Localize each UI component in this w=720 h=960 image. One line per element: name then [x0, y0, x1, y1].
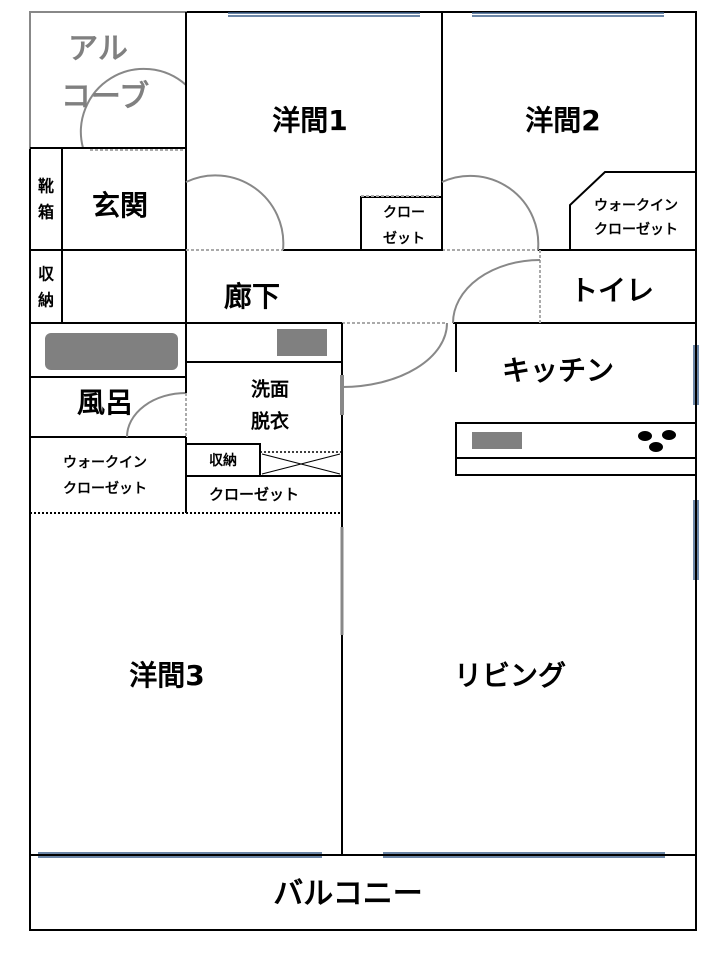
closet1-label-2: ゼット	[383, 230, 425, 247]
washroom-label-2: 脱衣	[251, 410, 289, 433]
western1-label: 洋間1	[272, 104, 347, 137]
hallway-label: 廊下	[224, 280, 280, 313]
closet2-label: クローゼット	[209, 486, 299, 504]
outer-wall	[29, 11, 697, 931]
shoe-box-label: 靴	[38, 177, 54, 196]
wic1-label-2: クローゼット	[594, 221, 678, 238]
wic2-label: ウォークイン	[63, 455, 147, 471]
alcove-label-2: コーブ	[61, 80, 149, 115]
toilet-door[interactable]	[452, 259, 541, 324]
windows	[38, 12, 699, 858]
toilet-label: トイレ	[570, 274, 654, 307]
storage1-label: 収	[38, 265, 55, 284]
washbasin	[277, 329, 327, 356]
wic1-wall	[569, 171, 696, 250]
washroom-label: 洗面	[251, 378, 289, 401]
alcove-label: アル	[68, 32, 128, 67]
stove-burners	[638, 430, 676, 452]
bath-label: 風呂	[77, 386, 133, 419]
balcony-label: バルコニー	[273, 877, 422, 912]
kitchen-label: キッチン	[502, 354, 614, 387]
wic1-label: ウォークイン	[594, 198, 678, 214]
sink	[472, 432, 522, 449]
shoe-box-label-2: 箱	[38, 203, 54, 222]
washroom-door[interactable]	[341, 322, 448, 388]
storage2-label: 収納	[209, 452, 237, 469]
western1-door[interactable]	[185, 174, 285, 251]
wic2-label-2: クローゼット	[63, 480, 147, 497]
western3-label: 洋間3	[129, 659, 204, 692]
alcove-door[interactable]	[79, 67, 187, 149]
bath-door[interactable]	[126, 392, 187, 438]
bathtub	[45, 333, 178, 370]
storage1-label-2: 納	[38, 291, 54, 310]
closet1-label: クロー	[383, 205, 425, 221]
western2-label: 洋間2	[525, 104, 600, 137]
entrance-label: 玄関	[92, 189, 148, 222]
living-label: リビング	[454, 659, 566, 692]
western2-door[interactable]	[441, 174, 540, 251]
